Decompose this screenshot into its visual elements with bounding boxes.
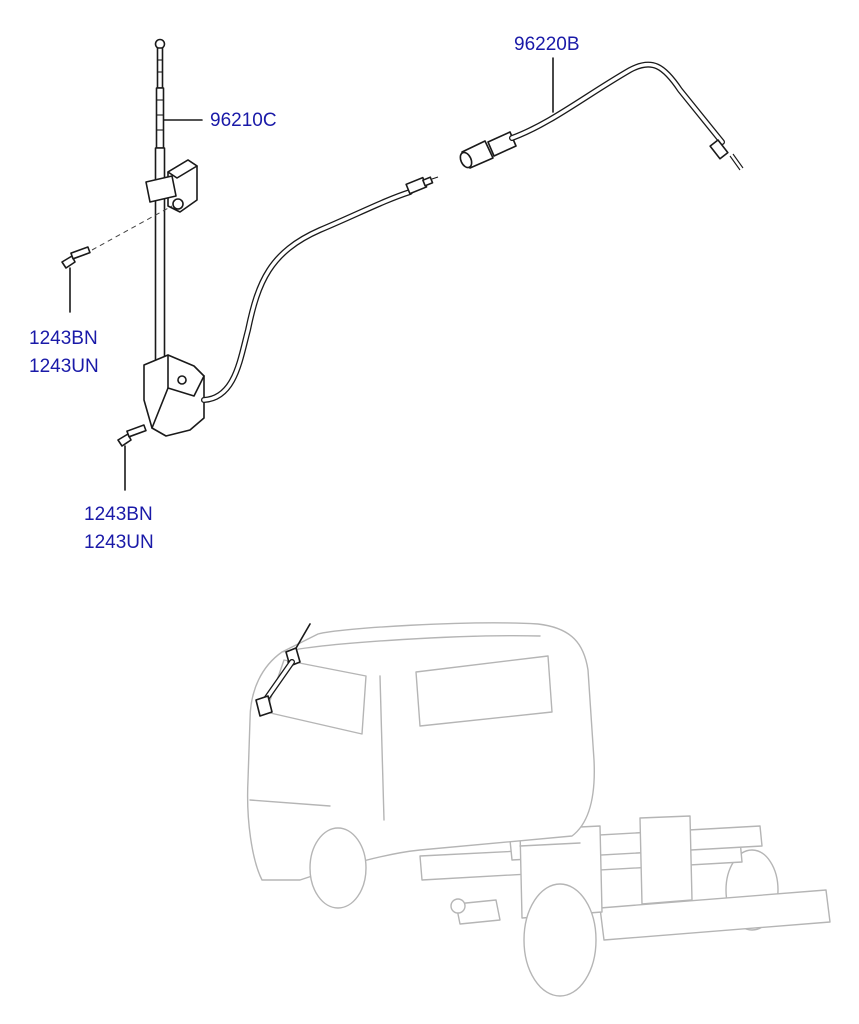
label-96220b: 96220B	[514, 34, 580, 55]
antenna-lead-cable	[201, 176, 439, 403]
screw-alignment-line	[91, 205, 173, 251]
upper-screw	[61, 246, 91, 269]
lower-screw	[117, 424, 147, 447]
label-lower-screw-code-1: 1243BN	[84, 504, 153, 525]
leader-lines	[69, 57, 554, 491]
vehicle-outline	[246, 622, 831, 997]
label-upper-screw-code-2: 1243UN	[29, 356, 99, 377]
feeder-cable	[459, 61, 744, 171]
label-upper-screw-code-1: 1243BN	[29, 328, 98, 349]
label-96210c: 96210C	[210, 110, 277, 131]
upper-bracket	[145, 159, 198, 213]
antenna-base	[143, 354, 205, 437]
label-lower-screw-code-2: 1243UN	[84, 532, 154, 553]
